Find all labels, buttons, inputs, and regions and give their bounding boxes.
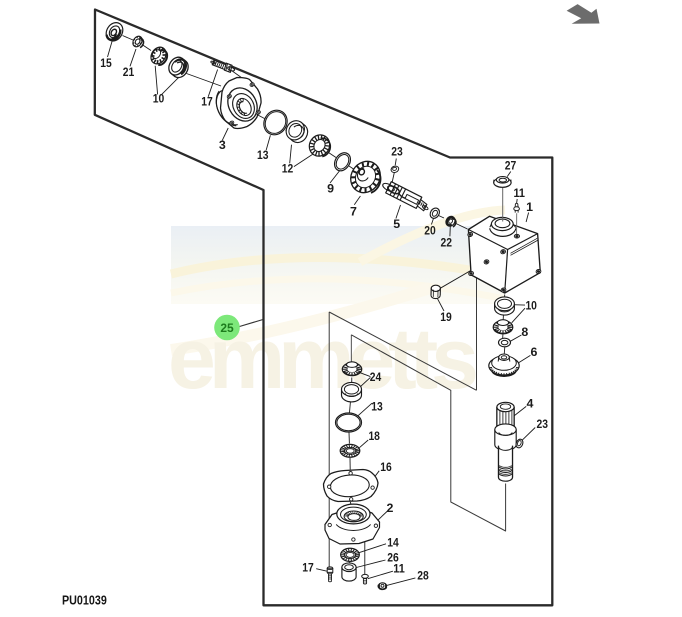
svg-text:14: 14	[387, 536, 399, 550]
svg-text:11: 11	[513, 186, 525, 200]
svg-text:25: 25	[220, 321, 234, 335]
svg-text:23: 23	[537, 417, 549, 431]
svg-text:emmetts: emmetts	[168, 311, 476, 407]
svg-text:26: 26	[387, 550, 399, 564]
svg-text:5: 5	[393, 217, 400, 231]
svg-text:9: 9	[327, 182, 334, 196]
svg-text:7: 7	[350, 205, 357, 219]
svg-text:13: 13	[371, 400, 383, 414]
svg-text:21: 21	[123, 65, 135, 79]
svg-text:27: 27	[505, 159, 517, 173]
svg-text:15: 15	[100, 56, 112, 70]
svg-text:18: 18	[368, 429, 380, 443]
svg-text:11: 11	[393, 562, 405, 576]
svg-text:20: 20	[424, 224, 436, 238]
svg-text:3: 3	[219, 138, 226, 152]
svg-text:19: 19	[440, 310, 452, 324]
svg-text:24: 24	[370, 370, 382, 384]
svg-text:13: 13	[257, 148, 269, 162]
svg-text:8: 8	[521, 325, 528, 339]
svg-text:28: 28	[417, 568, 429, 582]
svg-text:12: 12	[282, 161, 294, 175]
svg-text:1: 1	[526, 200, 533, 214]
svg-text:17: 17	[201, 95, 213, 109]
svg-text:23: 23	[391, 145, 403, 159]
svg-text:PU01039: PU01039	[62, 594, 107, 608]
svg-text:16: 16	[380, 460, 392, 474]
svg-text:10: 10	[153, 92, 165, 106]
svg-text:6: 6	[531, 345, 538, 359]
svg-text:2: 2	[387, 501, 394, 515]
svg-text:22: 22	[441, 236, 453, 250]
svg-text:17: 17	[302, 560, 314, 574]
svg-text:10: 10	[525, 298, 537, 312]
svg-text:4: 4	[526, 397, 533, 411]
